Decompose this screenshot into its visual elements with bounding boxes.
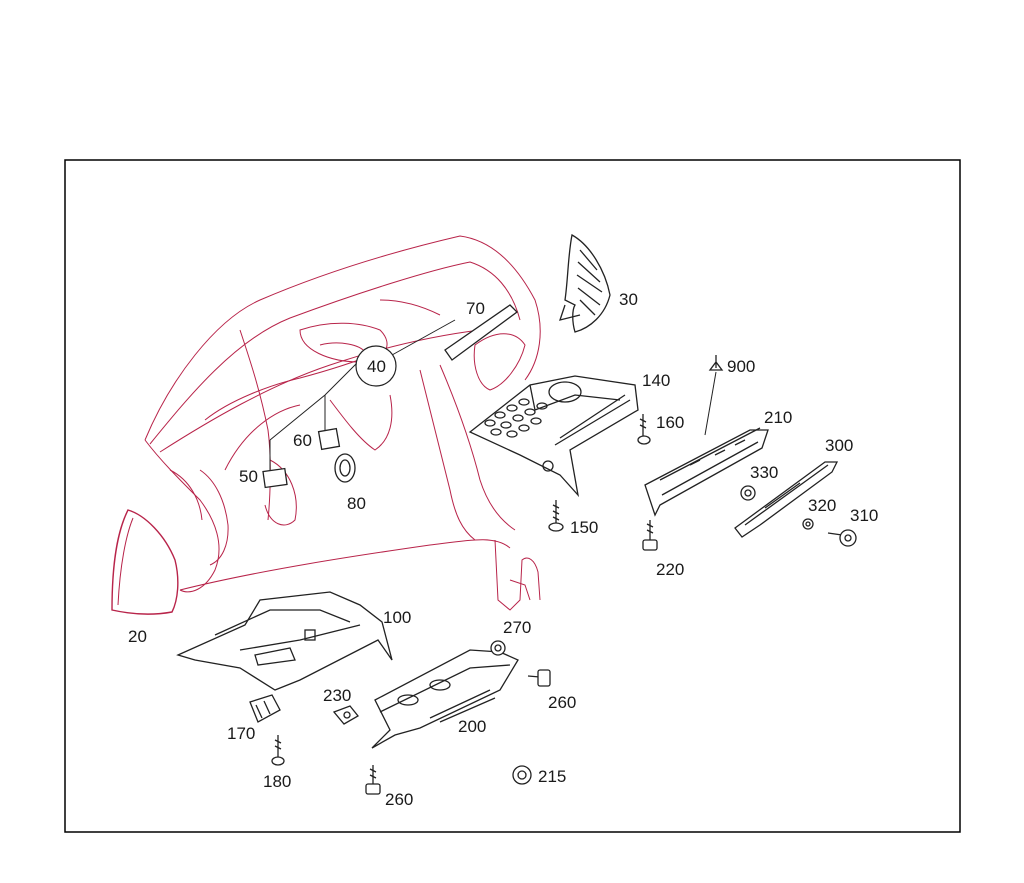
callout-150: 150 — [570, 518, 598, 537]
part-160-screw — [637, 414, 651, 445]
part-215-nut — [512, 765, 532, 785]
callout-40: 40 — [367, 357, 386, 376]
callout-900: 900 — [727, 357, 755, 376]
part-150-screw — [548, 500, 564, 532]
part-80-grommet — [334, 453, 356, 483]
callout-circle-40 — [355, 345, 397, 387]
part-320-washer — [802, 518, 814, 530]
dashboard-outline — [144, 235, 541, 611]
callout-50: 50 — [239, 467, 258, 486]
callout-30: 30 — [619, 290, 638, 309]
part-260-bolt-lower — [365, 765, 381, 795]
callout-labels: 20 30 40 50 60 70 80 100 140 150 160 170… — [128, 290, 878, 809]
callout-310: 310 — [850, 506, 878, 525]
part-20-end-cover — [111, 509, 179, 615]
callout-215: 215 — [538, 767, 566, 786]
part-220-bolt — [642, 520, 658, 551]
callout-330: 330 — [750, 463, 778, 482]
callout-300: 300 — [825, 436, 853, 455]
part-210-bracket — [644, 427, 769, 517]
callout-260-lower: 260 — [385, 790, 413, 809]
part-310-bolt — [827, 529, 857, 547]
part-70-trim-strip — [444, 304, 518, 361]
callout-260-upper: 260 — [548, 693, 576, 712]
part-30-side-cover — [559, 233, 611, 333]
callout-200: 200 — [458, 717, 486, 736]
part-270-nut — [490, 640, 506, 656]
part-330-nut — [740, 485, 756, 501]
part-200-lower-panel — [371, 649, 519, 749]
callout-160: 160 — [656, 413, 684, 432]
callout-20: 20 — [128, 627, 147, 646]
callout-170: 170 — [227, 724, 255, 743]
part-180-screw — [271, 735, 285, 766]
part-260-bolt-upper — [527, 669, 551, 687]
callout-320: 320 — [808, 496, 836, 515]
callout-60: 60 — [293, 431, 312, 450]
diagram-border — [64, 159, 961, 833]
part-100-lower-shell — [176, 591, 393, 691]
callout-100: 100 — [383, 608, 411, 627]
part-300-trim — [734, 461, 839, 538]
callout-210: 210 — [764, 408, 792, 427]
part-900-marker — [704, 355, 724, 436]
part-230-nut-plate — [332, 705, 359, 725]
callout-230: 230 — [323, 686, 351, 705]
leader-40 — [269, 319, 456, 470]
callout-80: 80 — [347, 494, 366, 513]
part-140-housing — [468, 375, 639, 498]
callout-180: 180 — [263, 772, 291, 791]
part-170-clip — [249, 694, 281, 723]
callout-220: 220 — [656, 560, 684, 579]
callout-140: 140 — [642, 371, 670, 390]
part-60-clip — [317, 427, 341, 451]
part-50-clip — [262, 467, 288, 489]
callout-70: 70 — [466, 299, 485, 318]
callout-270: 270 — [503, 618, 531, 637]
